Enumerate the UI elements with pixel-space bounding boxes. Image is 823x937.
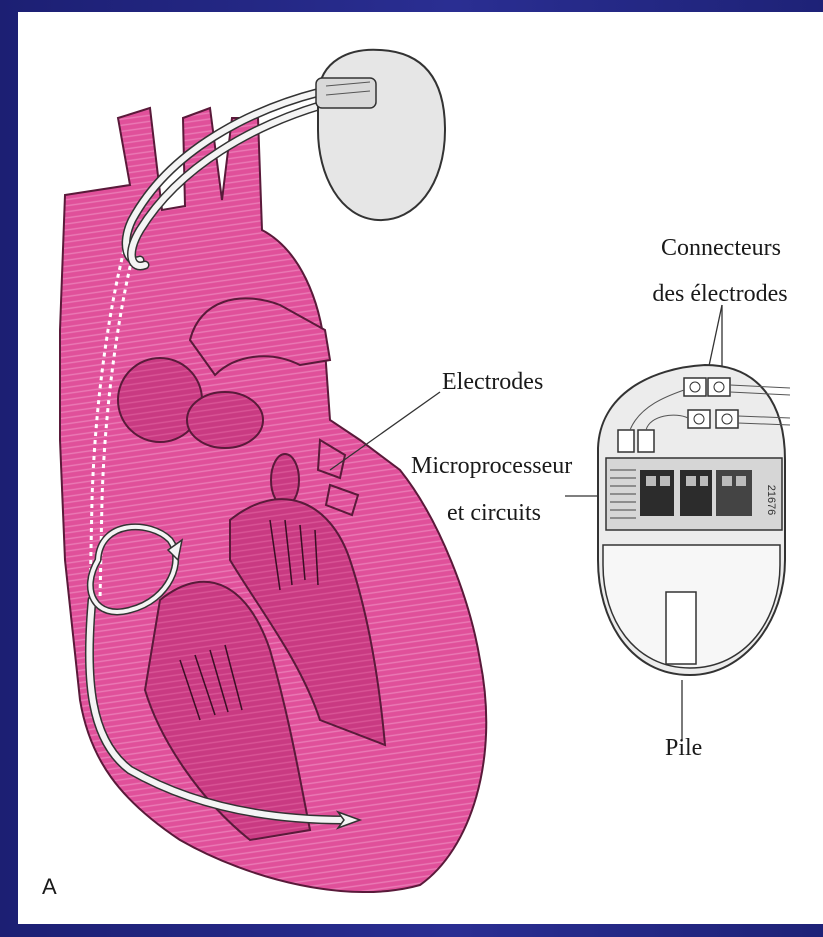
heart-illustration [60,108,486,892]
chip-3 [716,470,752,516]
pacemaker-cutaway: 21676 [598,365,790,675]
battery [666,592,696,664]
label-connecteurs-line2: des électrodes [640,279,800,309]
label-pile: Pile [665,733,702,763]
label-electrodes: Electrodes [442,367,543,397]
figure-letter: A [42,872,57,902]
pulmonary-vessel [271,454,299,506]
label-connecteurs-line1: Connecteurs [656,233,786,263]
label-microprocesseur-line2: et circuits [447,498,541,528]
atrium-center [187,392,263,448]
device-serial: 21676 [765,485,777,516]
pacemaker-implanted [316,50,445,220]
label-microprocesseur-line1: Microprocesseur [411,451,572,481]
